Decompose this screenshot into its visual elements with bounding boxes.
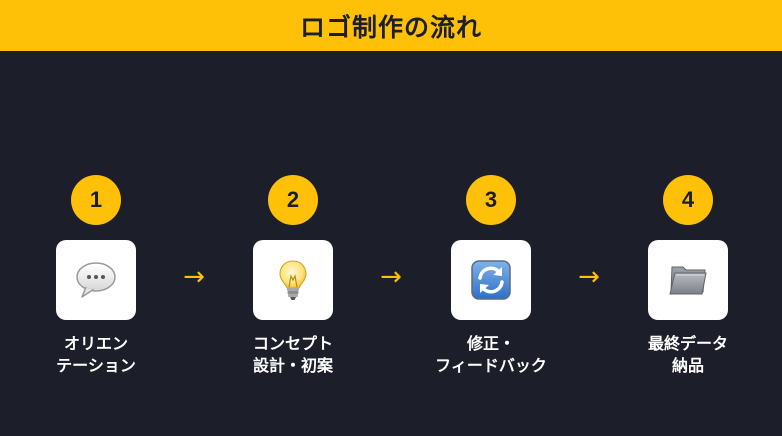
light-bulb-icon <box>271 258 315 302</box>
step-label: 最終データ 納品 <box>618 333 758 377</box>
arrow-right-icon: → <box>380 262 402 292</box>
step-icon-card <box>451 240 531 320</box>
step-number-badge: 4 <box>663 175 713 225</box>
arrow-right-icon: → <box>183 262 205 292</box>
folder-icon <box>666 258 710 302</box>
speech-bubble-icon <box>74 258 118 302</box>
step-number-badge: 3 <box>466 175 516 225</box>
step-3: 3 修正・ フィードバック <box>421 0 561 436</box>
step-label-line1: 最終データ <box>647 334 728 353</box>
step-label-line1: 修正・ <box>466 334 515 353</box>
step-label-line1: オリエン <box>63 334 128 353</box>
step-label-line1: コンセプト <box>252 334 333 353</box>
step-label-line2: 納品 <box>671 356 704 375</box>
step-label-line2: 設計・初案 <box>252 356 333 375</box>
step-label: コンセプト 設計・初案 <box>223 333 363 377</box>
step-label-line2: フィードバック <box>435 356 547 375</box>
step-label: 修正・ フィードバック <box>421 333 561 377</box>
step-icon-card <box>56 240 136 320</box>
step-number-badge: 2 <box>268 175 318 225</box>
header-bar: ロゴ制作の流れ <box>0 0 782 51</box>
arrow-right-icon: → <box>578 262 600 292</box>
step-4: 4 最終データ 納品 <box>618 0 758 436</box>
step-1: 1 オリエン テーション <box>26 0 166 436</box>
step-2: 2 コンセプト 設計・初案 <box>223 0 363 436</box>
step-label-line2: テーション <box>56 356 136 375</box>
refresh-arrows-icon <box>469 258 513 302</box>
page-title: ロゴ制作の流れ <box>299 12 482 42</box>
step-label: オリエン テーション <box>26 333 166 377</box>
step-icon-card <box>648 240 728 320</box>
step-number-badge: 1 <box>71 175 121 225</box>
step-icon-card <box>253 240 333 320</box>
